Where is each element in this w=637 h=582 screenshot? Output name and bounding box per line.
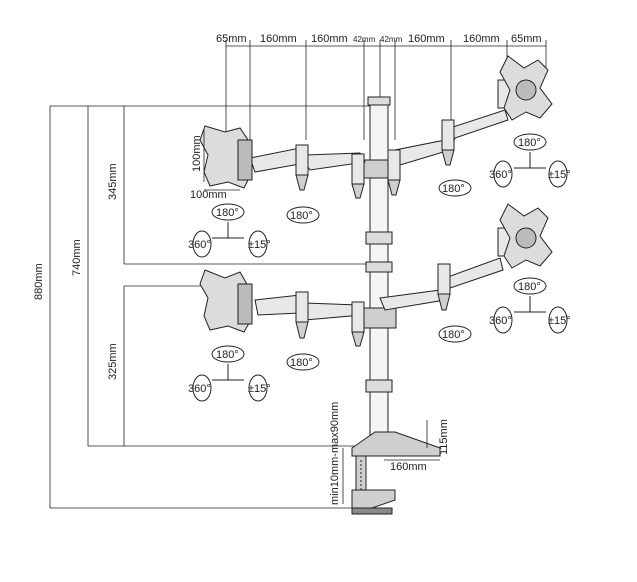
- vesa-plate-lower-left: [199, 269, 253, 333]
- swivel-badge-middle-right-arm: 180°: [438, 325, 472, 343]
- rotation-group-lower-left: 180° 360° ±15°: [188, 345, 271, 402]
- top-dimension-lines: [225, 40, 547, 140]
- lower-left-arm: [254, 291, 365, 347]
- swivel-label: 180°: [290, 210, 313, 222]
- dim-label: 42mm: [380, 35, 403, 44]
- rotation-group-upper-right: 180° 360° ±15°: [489, 133, 571, 188]
- dim-label: 160mm: [463, 33, 500, 45]
- dim-label: 160mm: [408, 33, 445, 45]
- dim-label: 65mm: [216, 33, 247, 45]
- vesa-plate-upper-left: [199, 125, 253, 189]
- dim-clamp-height: 115mm: [438, 419, 450, 455]
- swivel-badges: 180° 180° 180° 180°: [286, 179, 472, 371]
- dim-total-height: 880mm: [33, 263, 45, 300]
- rotate-label: 360°: [188, 239, 211, 251]
- upper-right-arm: [387, 79, 511, 196]
- dim-label: 65mm: [511, 33, 542, 45]
- rotation-group-middle-right: 180° 360° ±15°: [489, 277, 571, 334]
- swivel-label: 180°: [216, 207, 239, 219]
- swivel-badge-upper-left-arm: 180°: [286, 206, 320, 224]
- dim-upper-spacing: 345mm: [107, 163, 119, 200]
- swivel-badge-lower-left-arm: 180°: [286, 353, 320, 371]
- upper-left-arm: [249, 144, 366, 199]
- tilt-label: ±15°: [548, 315, 571, 327]
- top-dimension-labels: 65mm 160mm 160mm 42mm 42mm 160mm 160mm 6…: [216, 33, 542, 45]
- center-pole: [361, 96, 397, 441]
- dim-label: 160mm: [311, 33, 348, 45]
- swivel-label: 180°: [290, 357, 313, 369]
- middle-right-arm: [379, 227, 511, 311]
- rotate-label: 360°: [489, 315, 512, 327]
- left-dimension-lines: [49, 105, 380, 509]
- dim-clamp-range: min10mm-max90mm: [329, 402, 341, 505]
- clamp-dimension-lines: [342, 420, 440, 504]
- rotation-group-upper-left: 180° 360° ±15°: [188, 203, 271, 258]
- swivel-label: 180°: [442, 183, 465, 195]
- tilt-label: ±15°: [248, 383, 271, 395]
- vesa-plate-middle-right: [499, 203, 553, 269]
- vesa-plate-upper-right: [499, 55, 553, 121]
- desk-clamp: [351, 431, 441, 515]
- dim-vesa-height: 100mm: [191, 135, 203, 172]
- swivel-label: 180°: [442, 329, 465, 341]
- swivel-label: 180°: [518, 281, 541, 293]
- swivel-label: 180°: [518, 137, 541, 149]
- dim-vesa-width: 100mm: [190, 189, 227, 201]
- tilt-label: ±15°: [548, 169, 571, 181]
- swivel-badge-upper-right-arm: 180°: [438, 179, 472, 197]
- dim-pole-height: 740mm: [71, 239, 83, 276]
- rotate-label: 360°: [188, 383, 211, 395]
- dim-lower-spacing: 325mm: [107, 343, 119, 380]
- rotate-label: 360°: [489, 169, 512, 181]
- dim-label: 160mm: [260, 33, 297, 45]
- tilt-label: ±15°: [248, 239, 271, 251]
- dim-clamp-depth: 160mm: [390, 461, 427, 473]
- swivel-label: 180°: [216, 349, 239, 361]
- vesa-size-lines: [203, 130, 240, 191]
- dim-label: 42mm: [353, 35, 376, 44]
